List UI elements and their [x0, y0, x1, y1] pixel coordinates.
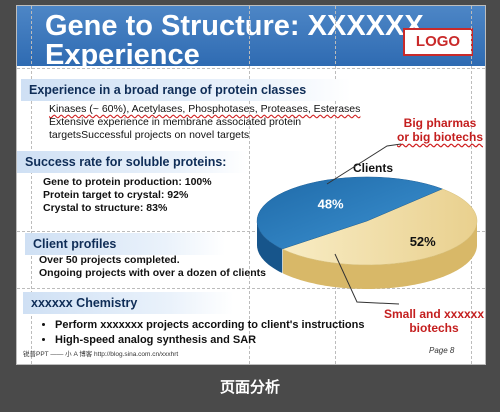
callout-line-small-biotechs [334, 253, 400, 305]
section-header-chemistry: xxxxxx Chemistry [23, 292, 233, 314]
slide-title-line1: Gene to Structure: XXXXXX [45, 10, 424, 42]
body-line: targetsSuccessful projects on novel targ… [49, 129, 250, 141]
section-header-protein-classes: Experience in a broad range of protein c… [21, 79, 351, 101]
slide-title: Gene to Structure: XXXXXX Experience [45, 12, 424, 71]
page-caption: 页面分析 [219, 379, 280, 396]
pie-slice-side-big-pharmas [257, 221, 283, 273]
presentation-slide: Gene to Structure: XXXXXX Experience LOG… [16, 5, 486, 365]
bullet-list: Perform xxxxxxx projects according to cl… [43, 319, 365, 347]
bullet-item: High-speed analog synthesis and SAR [55, 334, 365, 347]
body-line: Extensive experience in membrane associa… [49, 116, 302, 128]
body-line: Gene to protein production: 100% [43, 176, 212, 188]
body-line: Kinases (~ 60%), Acetylases, Phosphotase… [49, 103, 361, 115]
annotation-line: Big pharmas [403, 116, 477, 130]
guide-line [249, 6, 250, 364]
section-chemistry-body: Perform xxxxxxx projects according to cl… [43, 319, 365, 349]
section-success-rate-body: Gene to protein production: 100% Protein… [43, 176, 212, 215]
chart-title: Clients [353, 161, 394, 175]
annotation-line: biotechs [409, 321, 459, 335]
slide-title-line2: Experience [45, 39, 200, 71]
body-line: Over 50 projects completed. [39, 254, 180, 266]
annotation-line: or big biotechs [396, 130, 483, 144]
pie-slice-side-small-biotechs [282, 221, 477, 289]
callout-line-big-pharmas [326, 143, 402, 185]
annotation-big-pharmas: Big pharmas or big biotechs [395, 116, 485, 144]
bullet-item: Perform xxxxxxx projects according to cl… [55, 319, 365, 332]
guide-line [471, 6, 472, 364]
annotation-small-biotechs: Small and xxxxxx biotechs [383, 307, 485, 335]
slide-page-number: Page 8 [429, 346, 455, 355]
body-line: Protein target to crystal: 92% [43, 189, 189, 201]
guide-line [31, 6, 32, 364]
guide-line [17, 68, 485, 69]
guide-line [17, 231, 485, 232]
section-header-client-profiles: Client profiles [25, 233, 225, 255]
annotation-line: Small and xxxxxx [383, 307, 485, 321]
section-header-success-rate: Success rate for soluble proteins: [17, 151, 247, 173]
body-line: Crystal to structure: 83% [43, 202, 168, 214]
body-line: Ongoing projects with over a dozen of cl… [39, 267, 266, 279]
slide-footer-source: 锐普PPT —— 小 A 博客 http://blog.sina.com.cn/… [23, 351, 179, 358]
pie-label-big-pharmas: 48% [318, 196, 344, 211]
guide-line [17, 288, 485, 289]
pie-chart: 48% 52% [256, 176, 478, 289]
section-protein-classes-body: Kinases (~ 60%), Acetylases, Phosphotase… [49, 103, 360, 142]
logo-placeholder: LOGO [403, 28, 473, 56]
pie-slice-big-pharmas [256, 176, 443, 250]
pie-label-small-biotechs: 52% [410, 234, 436, 249]
section-client-profiles-body: Over 50 projects completed. Ongoing proj… [39, 254, 266, 280]
pie-slice-small-biotechs [281, 188, 478, 266]
callout-lines [326, 143, 402, 305]
